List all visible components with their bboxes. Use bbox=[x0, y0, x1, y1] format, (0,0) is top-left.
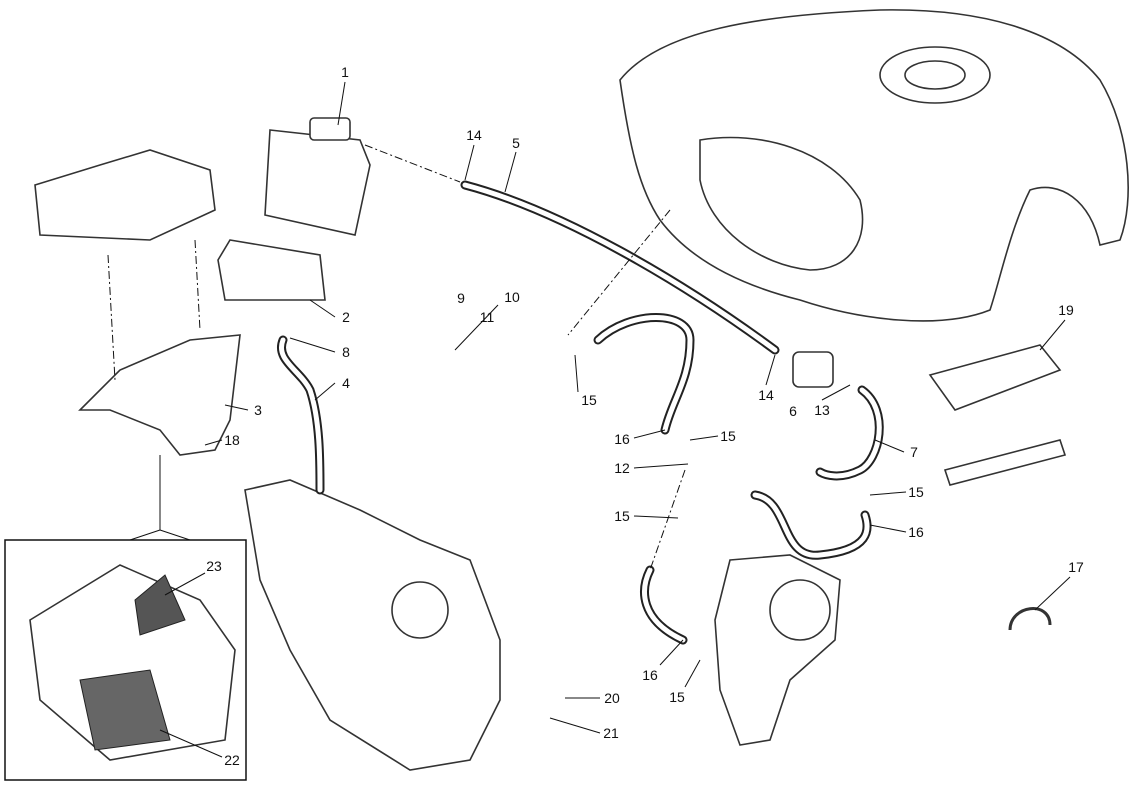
callout-2: 2 bbox=[342, 309, 350, 325]
callout-15: 15 bbox=[720, 428, 736, 444]
callout-17: 17 bbox=[1068, 559, 1084, 575]
callout-22: 22 bbox=[224, 752, 240, 768]
callout-1: 1 bbox=[341, 64, 349, 80]
crankcase bbox=[244, 479, 501, 771]
callout-8: 8 bbox=[342, 344, 350, 360]
callout-5: 5 bbox=[512, 135, 520, 151]
mounting-bracket bbox=[34, 149, 216, 241]
callout-10: 10 bbox=[504, 289, 520, 305]
canister bbox=[264, 117, 371, 236]
callout-12: 12 bbox=[614, 460, 630, 476]
callout-15: 15 bbox=[908, 484, 924, 500]
callout-18: 18 bbox=[224, 432, 240, 448]
callout-3: 3 bbox=[254, 402, 262, 418]
callout-15: 15 bbox=[614, 508, 630, 524]
throttle-body bbox=[714, 554, 841, 746]
hoses bbox=[277, 180, 884, 645]
callout-16: 16 bbox=[908, 524, 924, 540]
callout-19: 19 bbox=[1058, 302, 1074, 318]
valve-6 bbox=[792, 351, 834, 388]
canister-bracket bbox=[217, 239, 326, 301]
callout-20: 20 bbox=[604, 690, 620, 706]
callout-14: 14 bbox=[466, 127, 482, 143]
cover-3 bbox=[78, 334, 241, 456]
callout-23: 23 bbox=[206, 558, 222, 574]
callout-7: 7 bbox=[910, 444, 918, 460]
callout-15: 15 bbox=[669, 689, 685, 705]
callout-4: 4 bbox=[342, 375, 350, 391]
callout-11: 11 bbox=[479, 309, 495, 325]
callout-16: 16 bbox=[642, 667, 658, 683]
callout-16: 16 bbox=[614, 431, 630, 447]
module-19 bbox=[928, 344, 1067, 486]
clamp-17 bbox=[1008, 607, 1052, 631]
callout-6: 6 bbox=[789, 403, 797, 419]
callout-15: 15 bbox=[581, 392, 597, 408]
callout-9: 9 bbox=[457, 290, 465, 306]
fuel-tank bbox=[619, 9, 1129, 322]
callout-21: 21 bbox=[603, 725, 619, 741]
callout-13: 13 bbox=[814, 402, 830, 418]
callout-14: 14 bbox=[758, 387, 774, 403]
inset-detail bbox=[4, 455, 247, 781]
